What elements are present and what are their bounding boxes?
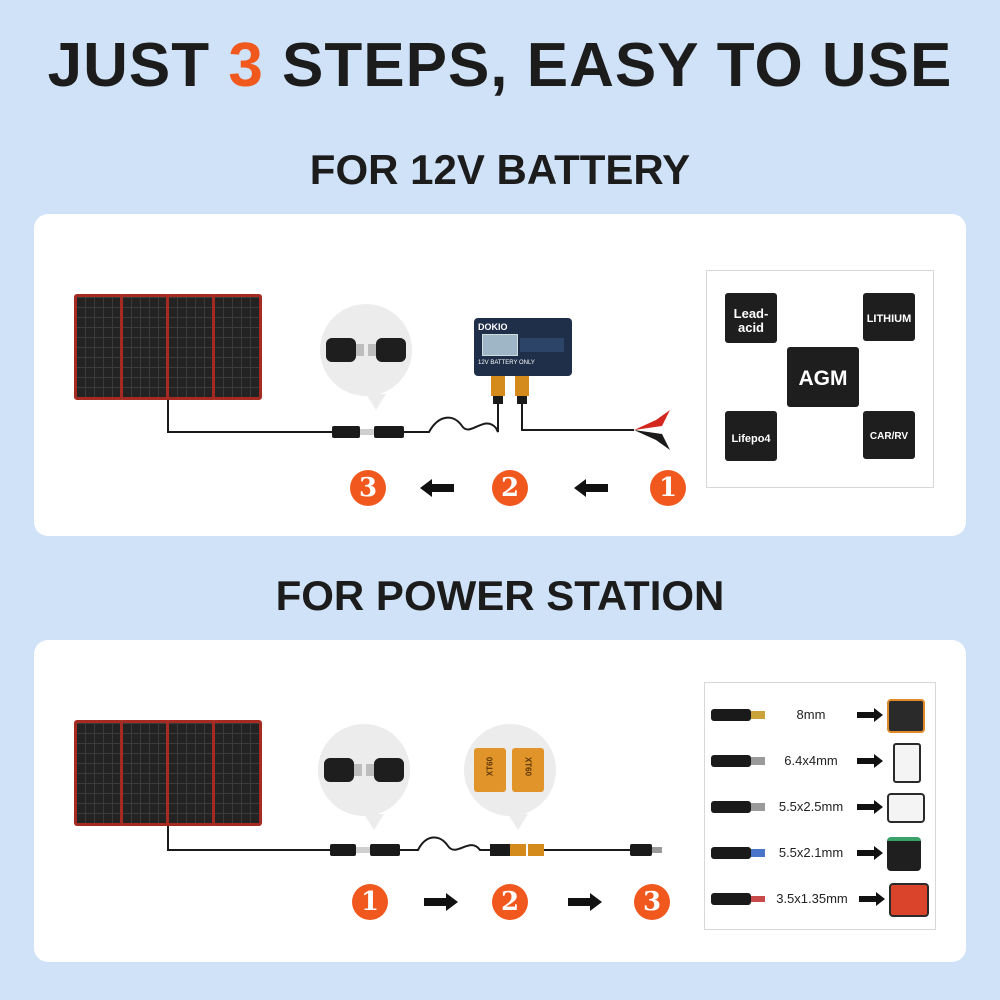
arrow-right-icon: [859, 892, 885, 906]
sae-connector-zoom: [318, 724, 410, 816]
power-station-icon: [887, 793, 925, 823]
solar-panel: [74, 720, 264, 826]
headline-suffix: STEPS, EASY TO USE: [263, 31, 953, 100]
step-badge: 2: [492, 470, 528, 506]
power-station-icon: [889, 883, 929, 917]
solar-panel-cell: [166, 294, 216, 400]
adapter-row: 6.4x4mm: [705, 743, 935, 783]
battery-section-title: FOR 12V BATTERY: [309, 146, 691, 193]
step-badge: 3: [350, 470, 386, 506]
solar-panel-cell: [74, 720, 124, 826]
battery-icon: Lifepo4: [725, 411, 777, 461]
controller-brand: DOKIO: [478, 322, 508, 332]
dc-plug-icon: [711, 709, 765, 721]
arrow-right-icon: [857, 846, 883, 860]
solar-panel-cell: [166, 720, 216, 826]
power-station-icon: [887, 699, 925, 733]
dc-plug-icon: [711, 755, 765, 767]
solar-panel-cell: [120, 720, 170, 826]
arrow-right-icon: [857, 800, 883, 814]
adapter-size: 3.5x1.35mm: [776, 891, 848, 906]
battery-type-label: LITHIUM: [866, 313, 912, 325]
battery-type-label: Lifepo4: [731, 433, 771, 445]
battery-icon: Lead-acid: [725, 293, 777, 343]
headline-prefix: JUST: [47, 31, 229, 100]
sae-connector-icon: [326, 338, 406, 362]
station-wiring-diagram: [167, 814, 662, 856]
power-station-icon: [893, 743, 921, 783]
controller-buttons: [520, 338, 564, 352]
step-badge: 1: [650, 470, 686, 506]
headline-number: 3: [228, 31, 264, 100]
xt60-plug-icon: XT60: [474, 748, 506, 792]
battery-type-label: AGM: [798, 367, 848, 390]
power-station-icon: [887, 837, 921, 871]
arrow-right-icon: [424, 893, 458, 911]
station-card: XT60 XT60 1 2 3 8mm 6.4x4mm 5.5x2.5mm: [34, 640, 966, 962]
xt60-label: XT60: [523, 756, 533, 777]
dc-plug-icon: [711, 893, 765, 905]
dc-plug-icon: [711, 847, 765, 859]
xt60-connector-zoom: XT60 XT60: [464, 724, 556, 816]
arrow-right-icon: [857, 708, 883, 722]
battery-icon: CAR/RV: [863, 411, 915, 459]
main-headline: JUST 3 STEPS, EASY TO USE: [0, 30, 1000, 101]
xt60-label: XT60: [485, 756, 495, 777]
adapter-row: 5.5x2.5mm: [705, 789, 935, 825]
adapter-size: 6.4x4mm: [784, 753, 838, 768]
battery-type-label: Lead-acid: [733, 306, 769, 335]
adapter-row: 3.5x1.35mm: [705, 881, 935, 917]
step-badge: 1: [352, 884, 388, 920]
controller-label: 12V BATTERY ONLY: [478, 360, 535, 366]
charge-controller: DOKIO 12V BATTERY ONLY: [474, 318, 572, 376]
solar-panel-cell: [212, 294, 262, 400]
battery-card: DOKIO 12V BATTERY ONLY 3 2 1 Lead-acid L…: [34, 214, 966, 536]
solar-panel-cell: [212, 720, 262, 826]
battery-type-label: CAR/RV: [869, 431, 909, 442]
arrow-right-icon: [857, 754, 883, 768]
solar-panel: [74, 294, 264, 400]
step-badge: 3: [634, 884, 670, 920]
xt60-plug-icon: XT60: [512, 748, 544, 792]
solar-panel-cell: [120, 294, 170, 400]
sae-connector-icon: [324, 758, 404, 782]
adapter-size: 5.5x2.5mm: [778, 799, 844, 814]
adapter-list-box: 8mm 6.4x4mm 5.5x2.5mm 5.5x2.1mm 3.5x1.35…: [704, 682, 936, 930]
battery-icon: LITHIUM: [863, 293, 915, 341]
arrow-right-icon: [568, 893, 602, 911]
battery-wiring-diagram: [167, 372, 670, 450]
controller-lcd: [482, 334, 518, 356]
adapter-size: 8mm: [796, 707, 826, 722]
arrow-left-icon: [420, 479, 454, 497]
battery-types-box: Lead-acid LITHIUM AGM Lifepo4 CAR/RV: [706, 270, 934, 488]
step-badge: 2: [492, 884, 528, 920]
arrow-left-icon: [574, 479, 608, 497]
station-section-title: FOR POWER STATION: [275, 572, 725, 619]
dc-plug-icon: [711, 801, 765, 813]
sae-connector-zoom: [320, 304, 412, 396]
battery-icon: AGM: [787, 347, 859, 407]
solar-panel-cell: [74, 294, 124, 400]
adapter-row: 8mm: [705, 697, 935, 733]
adapter-row: 5.5x2.1mm: [705, 835, 935, 871]
adapter-size: 5.5x2.1mm: [778, 845, 844, 860]
